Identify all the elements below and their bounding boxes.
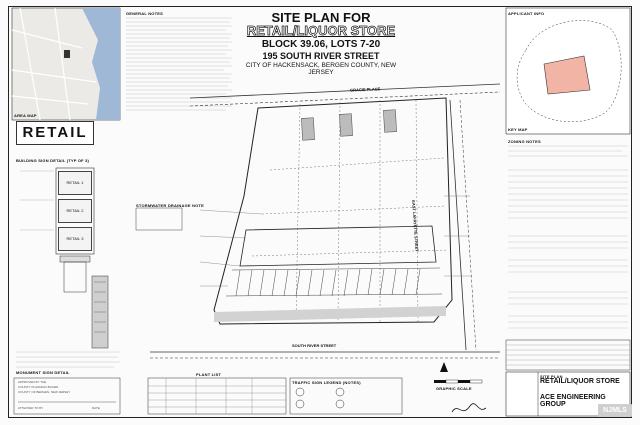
key-map-lot: [543, 55, 591, 95]
title-block-firm: ACE ENGINEERING GROUP: [540, 394, 606, 408]
watermark-badge: NJMLS: [598, 404, 632, 417]
plan-title: SITE PLAN FOR: [271, 10, 371, 25]
block-lots: BLOCK 39.06, LOTS 7-20: [261, 39, 381, 50]
area-map-heading: AREA MAP: [14, 113, 37, 118]
sheet-border: [8, 6, 632, 418]
site-address: 195 SOUTH RIVER STREET: [262, 51, 380, 61]
approval-line-3: COUNTY OF BERGEN, NEW JERSEY: [18, 390, 71, 394]
graphic-scale-label: GRAPHIC SCALE: [436, 386, 472, 391]
approval-line-2: COUNTY PLANNING BOARD: [18, 385, 59, 389]
zoning-notes-heading: ZONING NOTES: [508, 139, 541, 144]
attested-label: ATTESTED TO BY: [18, 406, 44, 410]
general-notes-heading: GENERAL NOTES: [126, 11, 163, 16]
date-label: DATE: [92, 406, 100, 410]
title-block-project: RETAIL/LIQUOR STORE: [540, 378, 620, 385]
municipality: CITY OF HACKENSACK, BERGEN COUNTY, NEW J…: [245, 62, 397, 76]
sign-panel-1: RETAIL 1: [58, 171, 92, 195]
applicant-info-heading: APPLICANT INFO: [508, 11, 545, 16]
building-sign-heading: BUILDING SIGN DETAIL (TYP OF 3): [16, 158, 90, 163]
sign-panel-3: RETAIL 3: [58, 227, 92, 251]
area-map-site-marker: [64, 50, 70, 58]
street-south-river: SOUTH RIVER STREET: [292, 343, 337, 348]
monument-sign-heading: MONUMENT SIGN DETAIL: [16, 370, 70, 375]
sheet-title: SITE PLAN: [540, 374, 563, 379]
plant-list-heading: PLANT LIST: [196, 372, 222, 377]
traffic-legend-heading: TRAFFIC SIGN LEGEND (NOTES): [292, 380, 361, 385]
area-map-river: [82, 8, 120, 120]
stormwater-heading: STORMWATER DRAINAGE NOTE: [136, 203, 204, 208]
retail-sign: RETAIL: [16, 121, 94, 145]
approval-line-1: APPROVED BY THE: [18, 380, 47, 384]
sign-panel-2: RETAIL 2: [58, 199, 92, 223]
key-map-heading: KEY MAP: [508, 127, 528, 132]
project-name: RETAIL/LIQUOR STORE: [246, 23, 396, 39]
